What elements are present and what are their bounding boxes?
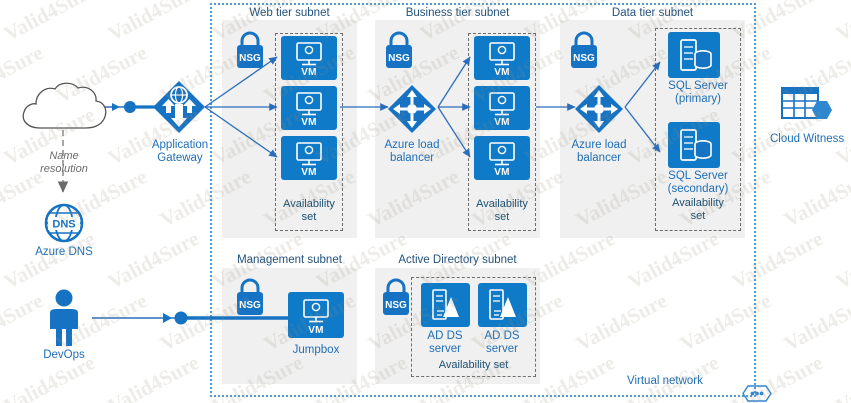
nsg-lock-icon: NSG bbox=[237, 31, 263, 68]
ad-ds-1-line1: AD DS bbox=[427, 330, 463, 342]
vm-caption: VM bbox=[308, 325, 324, 336]
load-balancer-icon[interactable] bbox=[387, 84, 437, 134]
avset-line1: Availability bbox=[283, 198, 335, 210]
cloud-witness-label: Cloud Witness bbox=[770, 133, 845, 145]
application-gateway-icon bbox=[153, 81, 205, 133]
web-availability-set-label: Availability set bbox=[275, 198, 343, 224]
vnet-gateway-icon bbox=[742, 385, 772, 402]
ad-availability-set-label: Availability set bbox=[438, 359, 509, 371]
active-directory-subnet-title: Active Directory subnet bbox=[398, 254, 517, 266]
app-gateway-line1: Application bbox=[151, 139, 209, 151]
lb-line2: balancer bbox=[389, 152, 435, 164]
web-availability-set-box bbox=[275, 33, 343, 231]
svg-text:NSG: NSG bbox=[388, 53, 410, 64]
user-person-icon bbox=[50, 289, 78, 346]
business-tier-subnet-title: Business tier subnet bbox=[405, 7, 510, 19]
devops-label: DevOps bbox=[43, 349, 85, 361]
ad-availability-set-box bbox=[411, 277, 536, 377]
vm-caption: VM bbox=[301, 117, 317, 128]
business-availability-set-label: Availability set bbox=[468, 198, 536, 224]
vm-caption: VM bbox=[494, 167, 510, 178]
virtual-machine-icon bbox=[296, 92, 322, 116]
name-resolution-line2: resolution bbox=[40, 163, 88, 175]
business-tier-vm-2[interactable]: VM bbox=[474, 86, 530, 130]
virtual-machine-icon bbox=[296, 42, 322, 66]
application-gateway-label: Application Gateway bbox=[135, 139, 225, 165]
sql-server-primary-label: SQL Server (primary) bbox=[655, 80, 741, 106]
ad-ds-server-1[interactable] bbox=[421, 283, 470, 327]
avset-line2: set bbox=[301, 211, 317, 223]
ad-ds-server-2-label: AD DS server bbox=[467, 330, 537, 356]
vm-caption: VM bbox=[301, 167, 317, 178]
data-availability-set-label: Availability set bbox=[655, 197, 741, 223]
app-gateway-line2: Gateway bbox=[157, 152, 203, 164]
name-resolution-label: Name resolution bbox=[8, 150, 120, 176]
ad-ds-server-icon bbox=[432, 289, 459, 320]
business-tier-vm-3[interactable]: VM bbox=[474, 136, 530, 180]
sql-secondary-line1: SQL Server bbox=[668, 170, 728, 182]
sql-server-secondary-label: SQL Server (secondary) bbox=[650, 170, 746, 196]
cloud-witness-table-icon bbox=[781, 87, 832, 119]
data-load-balancer-label: Azure load balancer bbox=[559, 139, 639, 165]
nsg-lock-icon: NSG bbox=[237, 278, 263, 315]
vm-caption: VM bbox=[301, 67, 317, 78]
sql-server-secondary[interactable] bbox=[668, 122, 720, 168]
sql-secondary-line2: (secondary) bbox=[667, 183, 729, 195]
sql-server-primary[interactable] bbox=[668, 32, 720, 78]
business-tier-vm-1[interactable]: VM bbox=[474, 36, 530, 80]
web-tier-vm-2[interactable]: VM bbox=[281, 86, 337, 130]
name-resolution-line1: Name bbox=[49, 150, 79, 162]
sql-server-icon bbox=[680, 129, 712, 161]
nsg-lock-icon: NSG bbox=[386, 31, 412, 68]
vm-caption: VM bbox=[494, 117, 510, 128]
load-balancer-icon[interactable] bbox=[574, 84, 624, 134]
jumpbox-vm[interactable]: VM bbox=[288, 292, 344, 338]
nsg-text: NSG bbox=[239, 53, 261, 64]
business-availability-set-box bbox=[468, 33, 536, 231]
svg-text:DNS: DNS bbox=[52, 219, 75, 231]
lb-line2: balancer bbox=[576, 152, 622, 164]
virtual-machine-icon bbox=[303, 299, 329, 323]
virtual-machine-icon bbox=[489, 142, 515, 166]
virtual-machine-icon bbox=[489, 42, 515, 66]
jumpbox-label: Jumpbox bbox=[292, 344, 340, 356]
ad-ds-1-line2: server bbox=[429, 343, 461, 355]
business-load-balancer-label: Azure load balancer bbox=[372, 139, 452, 165]
cloud-icon bbox=[22, 82, 107, 129]
management-subnet-title: Management subnet bbox=[237, 254, 342, 266]
web-tier-vm-3[interactable]: VM bbox=[281, 136, 337, 180]
virtual-network-label: Virtual network bbox=[625, 375, 705, 387]
data-availability-set-box bbox=[655, 28, 741, 231]
lb-line1: Azure load bbox=[571, 139, 627, 151]
avset-line1: Availability bbox=[476, 198, 528, 210]
sql-primary-line2: (primary) bbox=[675, 93, 721, 105]
svg-text:NSG: NSG bbox=[385, 300, 407, 311]
ad-ds-server-1-label: AD DS server bbox=[410, 330, 480, 356]
virtual-network-boundary bbox=[210, 3, 756, 397]
lb-line1: Azure load bbox=[384, 139, 440, 151]
data-tier-subnet-title: Data tier subnet bbox=[611, 7, 694, 19]
azure-dns-label: Azure DNS bbox=[35, 246, 93, 258]
virtual-machine-icon bbox=[296, 142, 322, 166]
ad-ds-2-line2: server bbox=[486, 343, 518, 355]
svg-text:NSG: NSG bbox=[239, 300, 261, 311]
ad-ds-server-2[interactable] bbox=[478, 283, 527, 327]
avset-line2: set bbox=[690, 210, 706, 222]
nsg-lock-icon: NSG bbox=[383, 278, 409, 315]
ad-ds-server-icon bbox=[489, 289, 516, 320]
avset-line2: set bbox=[494, 211, 510, 223]
avset-line1: Availability bbox=[672, 197, 724, 209]
sql-server-icon bbox=[680, 39, 712, 71]
ad-ds-2-line1: AD DS bbox=[484, 330, 520, 342]
sql-primary-line1: SQL Server bbox=[668, 80, 728, 92]
web-tier-vm-1[interactable]: VM bbox=[281, 36, 337, 80]
vm-caption: VM bbox=[494, 67, 510, 78]
dns-globe-icon: DNS bbox=[44, 203, 84, 243]
svg-text:NSG: NSG bbox=[573, 53, 595, 64]
web-tier-subnet-title: Web tier subnet bbox=[249, 7, 330, 19]
nsg-lock-icon: NSG bbox=[571, 31, 597, 68]
virtual-machine-icon bbox=[489, 92, 515, 116]
